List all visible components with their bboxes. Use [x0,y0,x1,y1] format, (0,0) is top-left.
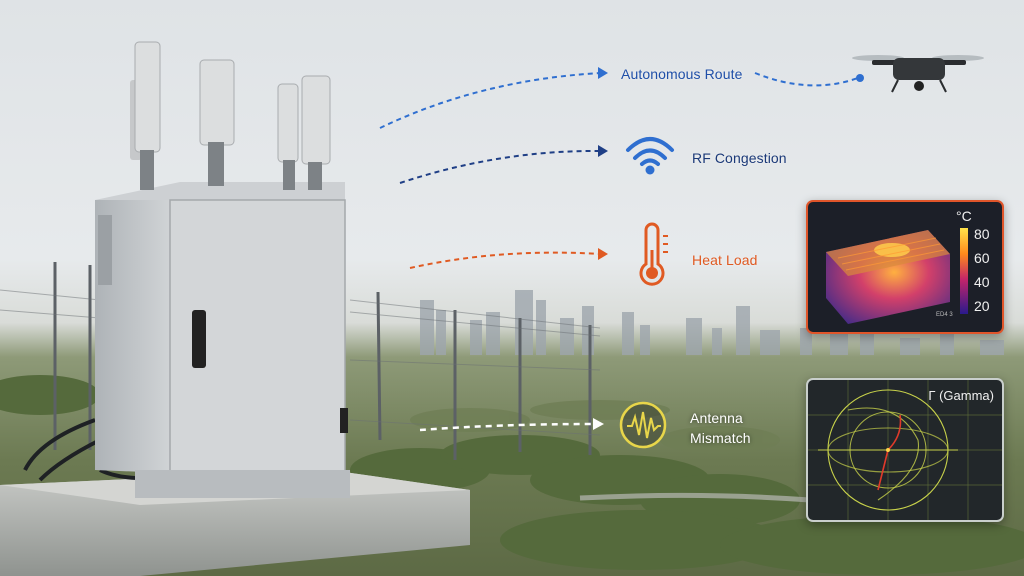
drone-icon [852,55,984,93]
waveform-icon [619,401,667,449]
thermometer-icon [639,222,665,286]
thermal-corner-text: ED4 3 [936,312,953,318]
thermal-scale-40: 40 [974,274,990,290]
label-rf-congestion: RF Congestion [692,150,787,166]
gamma-chart-panel: Γ (Gamma) [806,378,1004,522]
thermal-image-panel: °C 80 60 40 20 ED4 3 [806,200,1004,334]
label-antenna: Antenna [690,410,743,426]
equipment-cabinet [95,182,350,498]
autonomous-route-arrow [379,72,601,129]
thermal-unit: °C [956,208,972,224]
gamma-chart [808,380,1002,520]
thermal-image [826,228,968,324]
drone-route-tail [754,72,859,87]
label-autonomous-route: Autonomous Route [621,66,743,82]
rf-congestion-arrow [399,149,601,184]
city-skyline [420,290,1004,355]
antenna-array [130,41,331,190]
label-heat-load: Heat Load [692,252,758,268]
thermal-scale-80: 80 [974,226,990,242]
gamma-title: Γ (Gamma) [928,388,994,403]
label-mismatch: Mismatch [690,430,751,446]
thermal-scale-20: 20 [974,298,990,314]
chain-link-fence [53,262,592,460]
wifi-icon [626,137,674,166]
thermal-scale-60: 60 [974,250,990,266]
heat-load-arrow [409,251,601,269]
